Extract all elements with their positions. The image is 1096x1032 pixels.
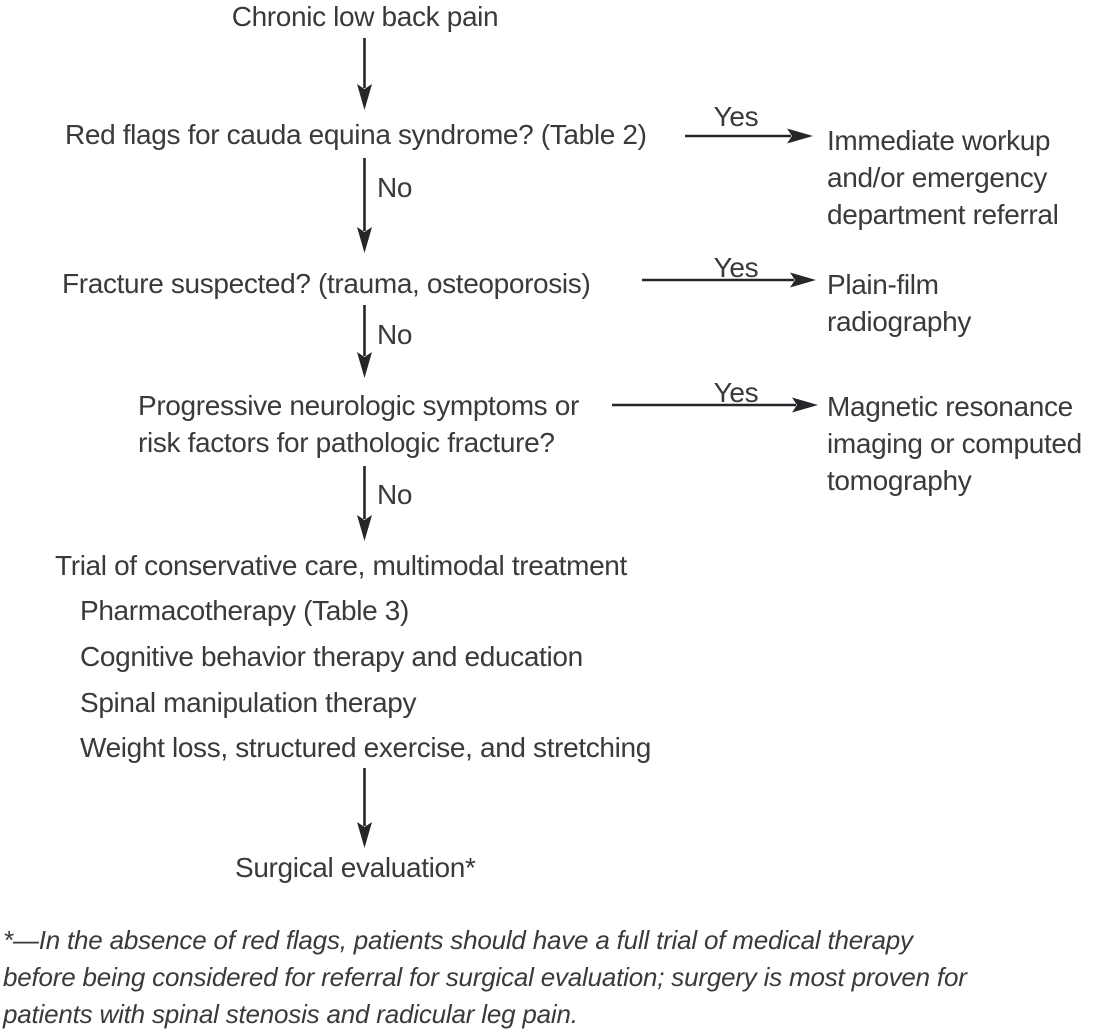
treatment-item: Weight loss, structured exercise, and st… bbox=[80, 732, 651, 763]
right-arrow-icon bbox=[685, 128, 813, 144]
question-line: Progressive neurologic symptoms or bbox=[138, 390, 579, 421]
outcome-line: tomography bbox=[827, 465, 972, 496]
right-arrow-icon bbox=[612, 397, 818, 413]
no-label: No bbox=[377, 479, 413, 510]
decision-question-red-flags: Red flags for cauda equina syndrome? (Ta… bbox=[65, 119, 647, 150]
treatment-item: Cognitive behavior therapy and education bbox=[80, 641, 583, 672]
outcome-plain-film: Plain-film radiography bbox=[827, 266, 971, 340]
footnote-line: patients with spinal stenosis and radicu… bbox=[3, 999, 578, 1029]
footnote-line: *—In the absence of red flags, patients … bbox=[3, 925, 913, 955]
no-label: No bbox=[377, 172, 413, 203]
conservative-care-heading: Trial of conservative care, multimodal t… bbox=[55, 550, 627, 581]
final-step: Surgical evaluation* bbox=[235, 852, 476, 883]
outcome-immediate-workup: Immediate workup and/or emergency depart… bbox=[827, 122, 1059, 233]
outcome-line: Plain-film bbox=[827, 269, 939, 300]
outcome-line: and/or emergency bbox=[827, 162, 1048, 193]
yes-label: Yes bbox=[713, 377, 759, 408]
yes-label: Yes bbox=[713, 101, 759, 132]
down-arrow-icon bbox=[357, 768, 372, 848]
down-arrow-icon bbox=[357, 305, 372, 378]
decision-question-fracture: Fracture suspected? (trauma, osteoporosi… bbox=[62, 268, 591, 299]
outcome-line: Immediate workup bbox=[827, 125, 1051, 156]
down-arrow-icon bbox=[357, 38, 372, 110]
question-line: risk factors for pathologic fracture? bbox=[138, 427, 555, 458]
flowchart-title: Chronic low back pain bbox=[231, 1, 499, 32]
down-arrow-icon bbox=[357, 466, 372, 541]
footnote-line: before being considered for referral for… bbox=[3, 962, 967, 992]
treatment-item: Pharmacotherapy (Table 3) bbox=[80, 595, 409, 626]
yes-label: Yes bbox=[713, 252, 759, 283]
outcome-mri-ct: Magnetic resonance imaging or computed t… bbox=[827, 388, 1082, 499]
footnote: *—In the absence of red flags, patients … bbox=[3, 922, 967, 1032]
outcome-line: imaging or computed bbox=[827, 428, 1082, 459]
outcome-line: department referral bbox=[827, 199, 1059, 230]
no-label: No bbox=[377, 319, 413, 350]
treatment-item: Spinal manipulation therapy bbox=[80, 687, 417, 718]
outcome-line: Magnetic resonance bbox=[827, 391, 1073, 422]
outcome-line: radiography bbox=[827, 306, 972, 337]
right-arrow-icon bbox=[642, 272, 816, 288]
down-arrow-icon bbox=[357, 158, 372, 253]
decision-question-neurologic: Progressive neurologic symptoms or risk … bbox=[138, 387, 579, 461]
